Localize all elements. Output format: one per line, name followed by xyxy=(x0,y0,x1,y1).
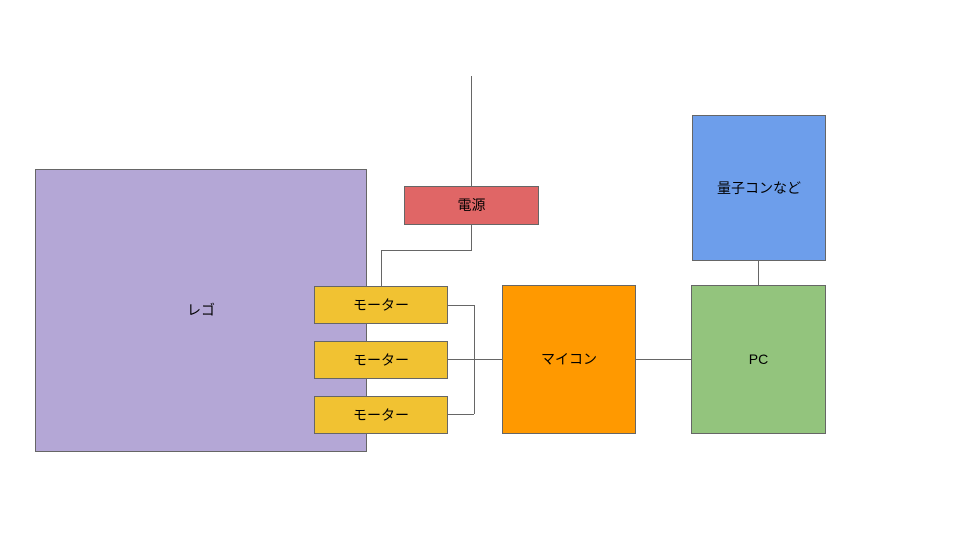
motor1-stub-line xyxy=(448,305,474,306)
node-lego[interactable]: レゴ xyxy=(35,169,367,452)
power-horiz-line xyxy=(381,250,472,251)
motor3-stub-line xyxy=(448,414,474,415)
node-pc-label: PC xyxy=(748,351,769,368)
node-lego-label: レゴ xyxy=(187,302,215,319)
quantum-pc-line xyxy=(758,261,759,285)
node-motor-1[interactable]: モーター xyxy=(314,286,448,324)
motor2-mcu-line xyxy=(448,359,502,360)
node-power-supply-label: 電源 xyxy=(457,197,486,214)
node-quantum-computer[interactable]: 量子コンなど xyxy=(692,115,826,261)
node-power-supply[interactable]: 電源 xyxy=(404,186,539,225)
node-pc[interactable]: PC xyxy=(691,285,826,434)
node-motor-3[interactable]: モーター xyxy=(314,396,448,434)
power-down-line xyxy=(471,225,472,250)
power-top-line xyxy=(471,76,472,186)
node-microcontroller[interactable]: マイコン xyxy=(502,285,636,434)
node-motor-3-label: モーター xyxy=(353,406,409,423)
mcu-pc-line xyxy=(636,359,691,360)
node-microcontroller-label: マイコン xyxy=(541,351,597,368)
node-quantum-computer-label: 量子コンなど xyxy=(717,179,801,196)
node-motor-1-label: モーター xyxy=(353,296,409,313)
node-motor-2-label: モーター xyxy=(353,351,409,368)
node-motor-2[interactable]: モーター xyxy=(314,341,448,379)
power-motor1-line xyxy=(381,250,382,286)
